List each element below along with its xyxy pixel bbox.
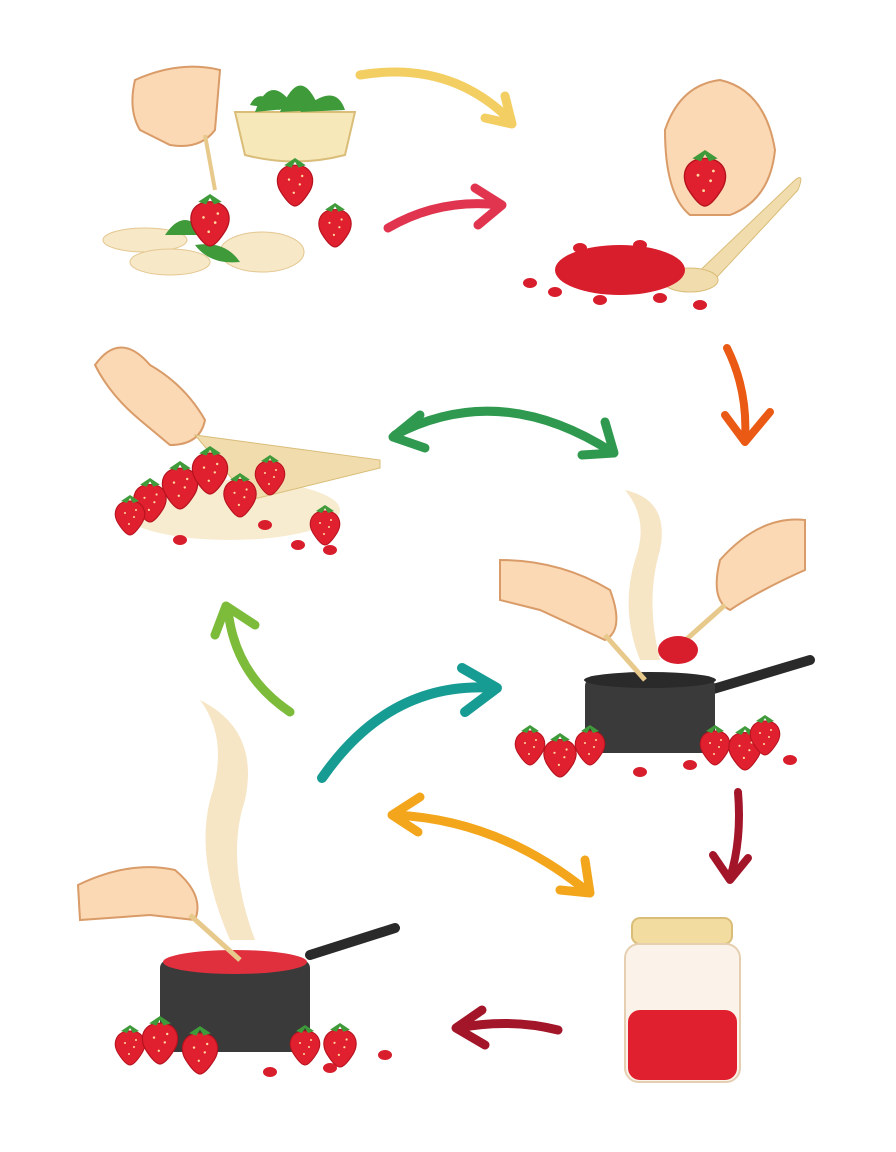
knife xyxy=(203,134,217,191)
plate xyxy=(129,248,211,276)
hand xyxy=(663,78,777,216)
crushed-pile xyxy=(523,240,707,310)
plate xyxy=(219,231,305,273)
arrow-amber-double xyxy=(387,792,595,898)
pot xyxy=(585,678,715,753)
herbs xyxy=(250,85,345,112)
pot-handle xyxy=(705,655,815,695)
spoon xyxy=(689,177,802,291)
scene-prepare-strawberries xyxy=(102,65,357,276)
scene-mash-strawberries xyxy=(93,346,381,555)
jam-in-pot xyxy=(163,950,307,974)
pot-rim xyxy=(584,672,716,688)
hand xyxy=(93,346,207,447)
steam xyxy=(625,490,662,660)
strawberry-chunk xyxy=(658,636,698,664)
arrow-teal xyxy=(317,663,502,783)
arrow-lightgreen xyxy=(210,601,295,717)
scene-jam-jar xyxy=(624,917,741,1083)
arrow-yellow xyxy=(355,67,517,129)
jar-lid xyxy=(631,917,733,945)
hand xyxy=(131,65,222,147)
arrow-green-double xyxy=(388,406,619,460)
scene-cook-jam xyxy=(76,700,400,1077)
hand xyxy=(715,518,806,612)
arrow-darkred-left xyxy=(451,1005,563,1050)
process-arrows xyxy=(210,67,774,1050)
scene-add-to-pot xyxy=(499,490,815,778)
scene-crush-strawberries xyxy=(523,78,802,310)
arrow-orange xyxy=(721,344,774,446)
spoon xyxy=(188,913,242,962)
spoon xyxy=(603,633,647,682)
strawberry xyxy=(318,202,352,248)
jam xyxy=(628,1010,737,1080)
arrow-darkred xyxy=(709,788,752,884)
pot-handle xyxy=(305,923,400,960)
hand xyxy=(76,866,199,922)
strawberry xyxy=(190,193,230,247)
arrow-pink xyxy=(383,183,507,233)
strawberry xyxy=(276,157,314,207)
steam xyxy=(200,700,255,940)
bowl xyxy=(233,111,357,163)
hand xyxy=(499,558,618,642)
